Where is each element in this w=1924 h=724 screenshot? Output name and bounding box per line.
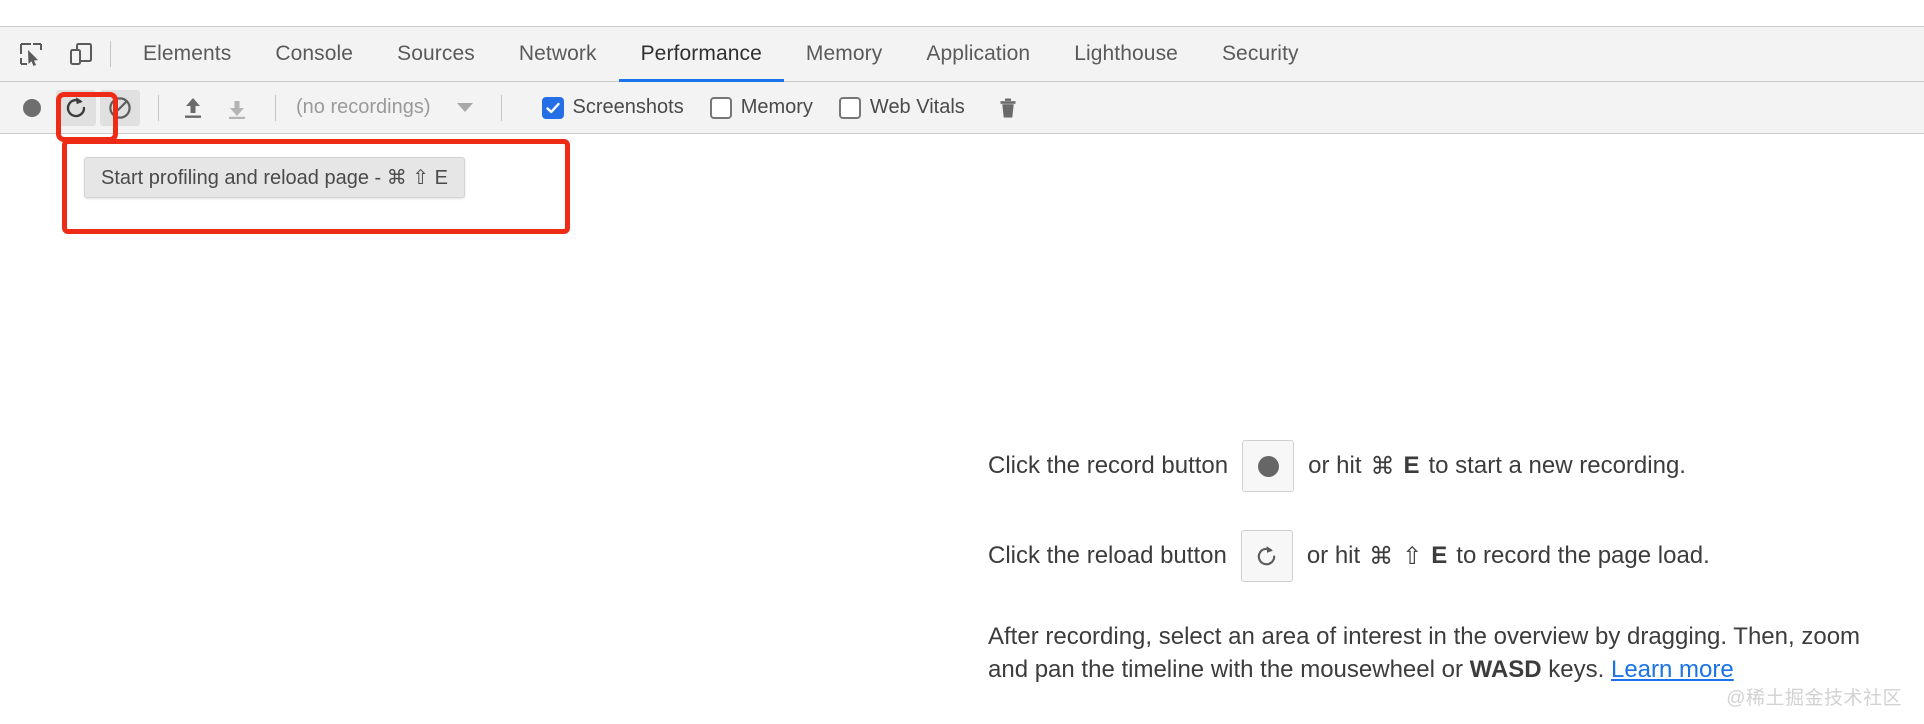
chevron-down-icon[interactable] (456, 103, 473, 112)
landing-reload-text-hit: or hit (1306, 542, 1361, 569)
landing-description: After recording, select an area of inter… (988, 620, 1868, 686)
landing-record-text-after: to start a new recording. (1428, 452, 1686, 479)
landing-description-part1: After recording, select an area of inter… (988, 623, 1861, 684)
devtools-tabbar: Elements Console Sources Network Perform… (0, 26, 1924, 82)
landing-description-part2: keys. (1541, 656, 1611, 684)
record-dot-icon (1257, 455, 1279, 477)
tab-elements[interactable]: Elements (143, 42, 232, 65)
landing-record-button[interactable] (1242, 440, 1295, 492)
command-key-glyph: ⌘ (1369, 542, 1394, 570)
checkbox-screenshots-box[interactable] (541, 96, 564, 119)
wasd-keys-label: WASD (1469, 656, 1542, 684)
performance-toolbar: (no recordings) Screenshots Memory Web V… (0, 82, 1924, 134)
record-button[interactable] (12, 90, 52, 126)
devtools-tabs: Elements Console Sources Network Perform… (121, 27, 1321, 82)
command-key-glyph: ⌘ (1370, 452, 1395, 480)
tab-security[interactable]: Security (1221, 42, 1299, 65)
tab-memory[interactable]: Memory (805, 42, 883, 65)
shift-key-glyph: ⇧ (1402, 542, 1423, 570)
checkbox-web-vitals-label: Web Vitals (869, 96, 965, 118)
checkbox-screenshots-label: Screenshots (572, 96, 684, 118)
landing-record-text-hit: or hit (1308, 452, 1362, 479)
save-profile-button[interactable] (217, 90, 257, 126)
checkbox-web-vitals[interactable]: Web Vitals (838, 96, 965, 119)
tab-application[interactable]: Application (926, 42, 1031, 65)
inspect-element-icon[interactable] (14, 37, 48, 71)
landing-reload-text-after: to record the page load. (1456, 542, 1710, 569)
tab-network[interactable]: Network (518, 42, 597, 65)
check-icon (545, 102, 560, 113)
tab-lighthouse[interactable]: Lighthouse (1074, 42, 1178, 65)
reload-icon (1258, 545, 1276, 565)
landing-reload-instruction: Click the reload button or hit ⌘ ⇧ E to … (988, 530, 1888, 582)
recordings-select-value[interactable]: (no recordings) (296, 96, 431, 118)
landing-record-instruction: Click the record button or hit ⌘ E to st… (988, 440, 1888, 492)
landing-reload-text-before: Click the reload button (988, 542, 1227, 569)
upload-icon (185, 97, 201, 118)
device-toolbar-icon[interactable] (64, 37, 98, 71)
tab-performance[interactable]: Performance (618, 27, 785, 82)
landing-record-text-before: Click the record button (988, 452, 1229, 479)
checkbox-memory-label: Memory (740, 96, 813, 118)
tabbar-divider (110, 41, 111, 67)
checkbox-screenshots[interactable]: Screenshots (541, 96, 684, 119)
toolbar-divider-1 (158, 94, 159, 121)
tab-sources[interactable]: Sources (397, 42, 475, 65)
tab-console[interactable]: Console (275, 42, 354, 65)
e-key-label: E (1431, 542, 1448, 569)
watermark: @稀土掘金技术社区 (1726, 688, 1902, 709)
reload-button-tooltip: Start profiling and reload page - ⌘ ⇧ E (84, 157, 465, 198)
trash-icon (1000, 98, 1016, 117)
download-icon (229, 100, 245, 119)
toolbar-divider-3 (500, 94, 502, 121)
checkbox-memory-box[interactable] (709, 96, 732, 119)
performance-landing-page: Click the record button or hit ⌘ E to st… (988, 440, 1888, 686)
reload-icon (66, 96, 86, 117)
trash-button[interactable] (995, 95, 1021, 121)
checkbox-memory[interactable]: Memory (709, 96, 813, 119)
checkbox-web-vitals-box[interactable] (838, 96, 861, 119)
toolbar-divider-2 (275, 94, 276, 121)
clear-icon (109, 96, 131, 119)
clear-button[interactable] (100, 89, 140, 126)
tabbar-tools (0, 27, 98, 81)
learn-more-link[interactable]: Learn more (1610, 656, 1734, 684)
reload-and-record-button[interactable] (56, 89, 96, 126)
landing-reload-button[interactable] (1240, 530, 1293, 582)
load-profile-button[interactable] (173, 90, 213, 126)
e-key-label: E (1403, 452, 1420, 479)
record-dot-icon (23, 98, 41, 117)
